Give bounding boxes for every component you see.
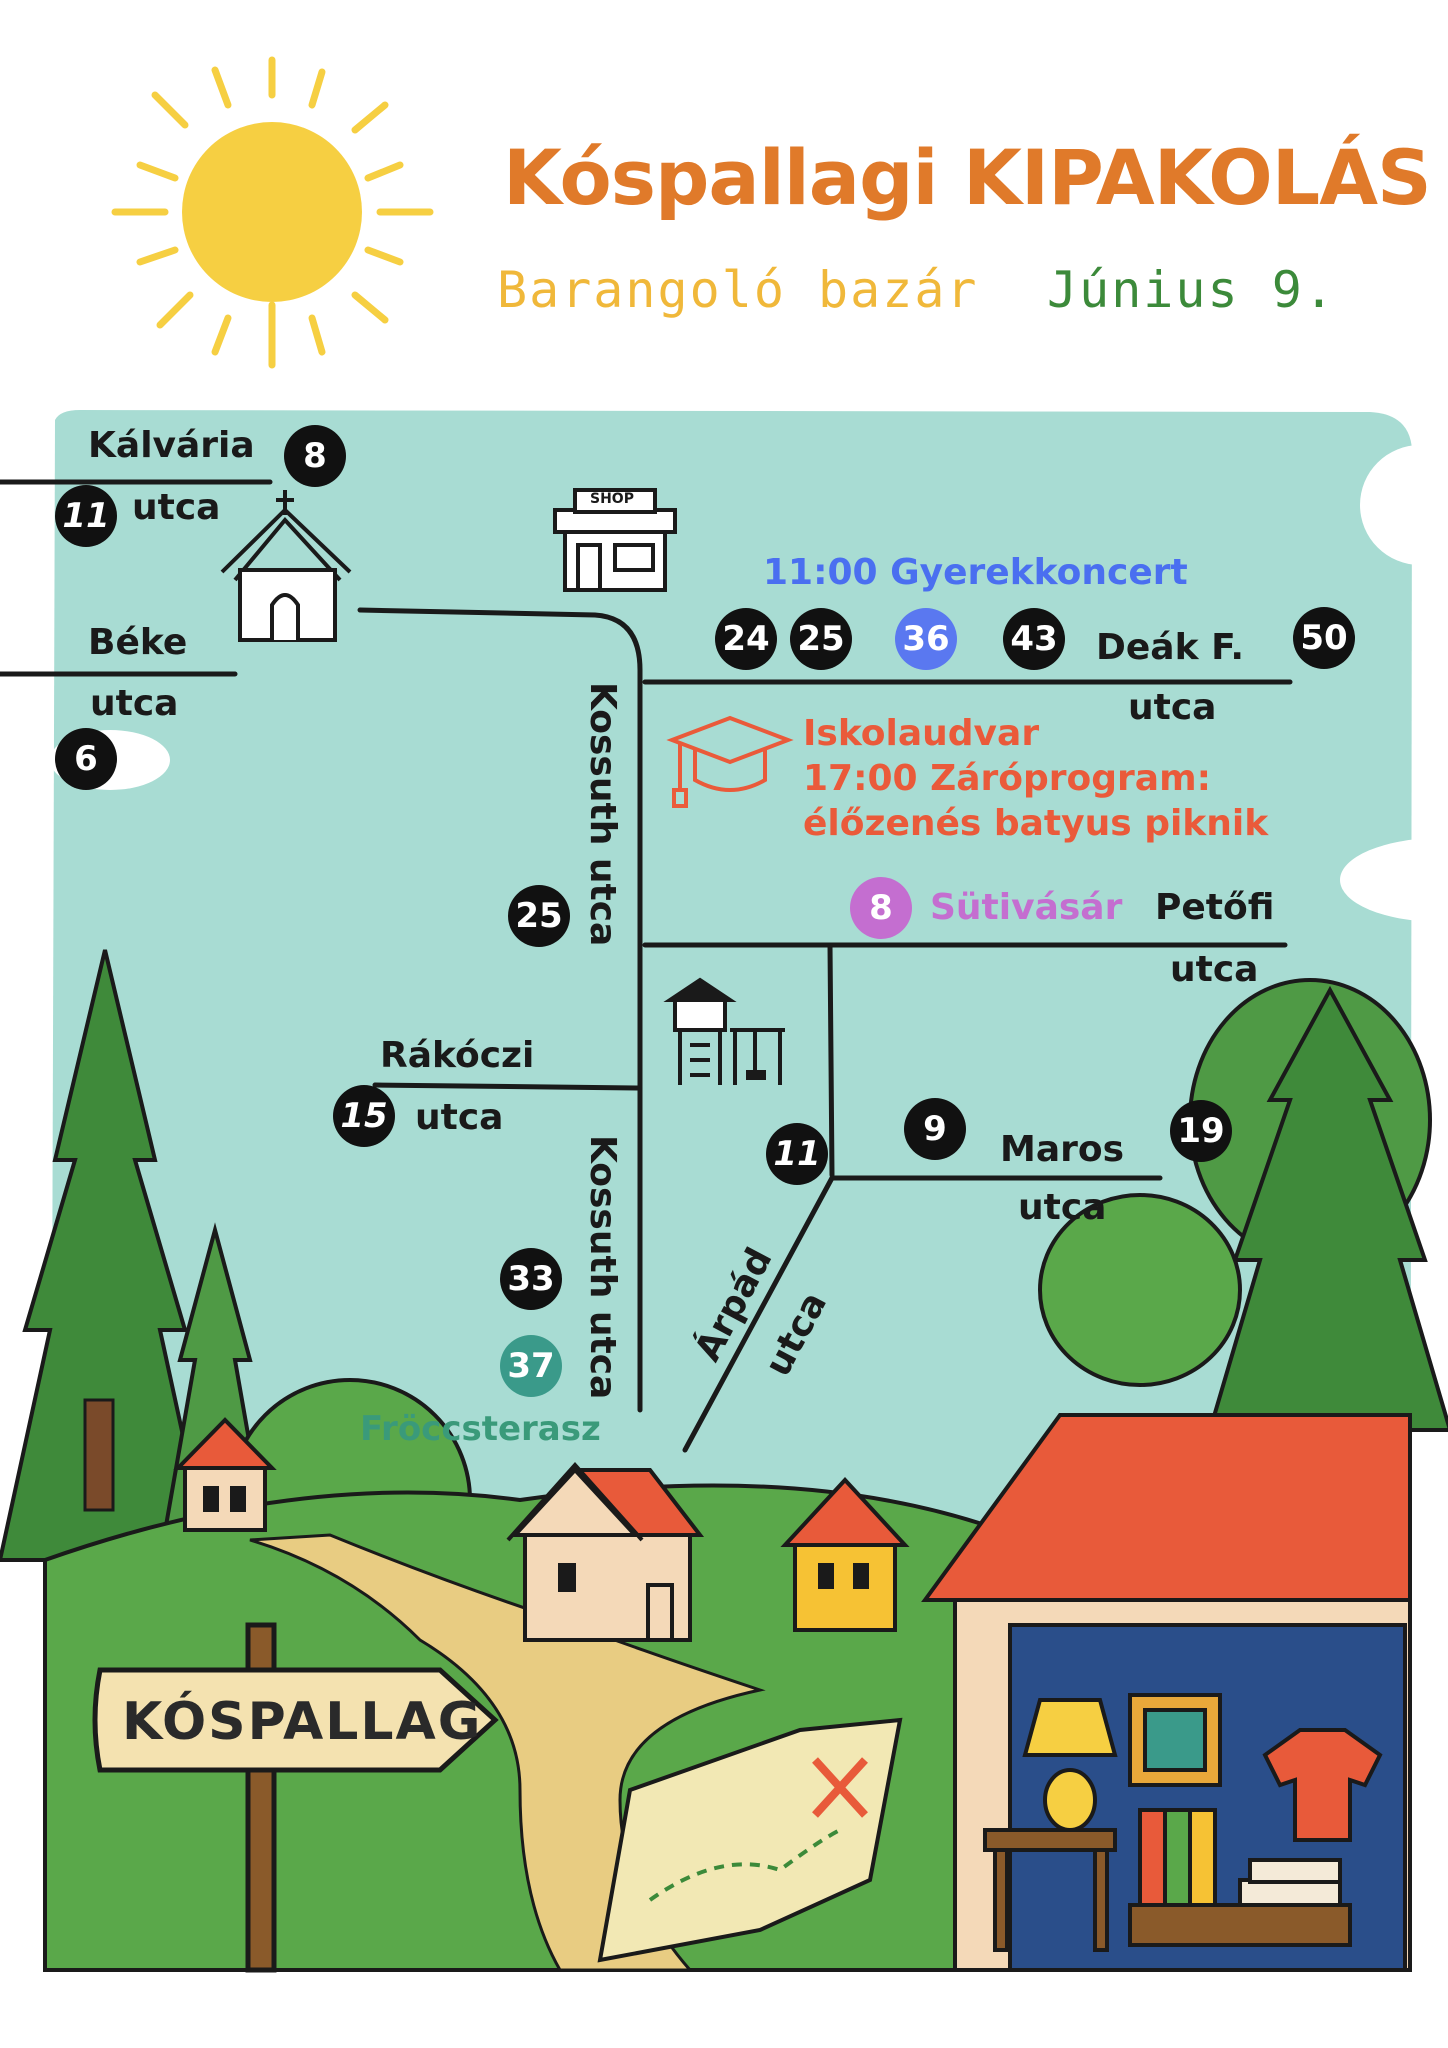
house-number-badge: 25	[790, 608, 852, 670]
street-label-rakoczi-utca: utca	[415, 1097, 504, 1138]
house-number-badge: 43	[1003, 608, 1065, 670]
shop-label: SHOP	[590, 491, 634, 507]
house-number-badge-concert: 36	[895, 608, 957, 670]
street-label-maros: Maros	[1000, 1129, 1125, 1170]
house-number-badge: 9	[904, 1098, 966, 1160]
house-number-badge: 50	[1293, 607, 1355, 669]
event-school-time: 17:00 Záróprogram:	[803, 758, 1211, 799]
event-date: Június 9.	[1047, 261, 1336, 319]
house-number-badge: 25	[508, 885, 570, 947]
event-school-program: élőzenés batyus piknik	[803, 803, 1269, 844]
event-school-location: Iskolaudvar	[803, 713, 1040, 754]
house-middle	[506, 1461, 705, 1642]
event-cake-sale-label: Sütivásár	[930, 887, 1123, 928]
street-label-beke-utca: utca	[90, 683, 179, 724]
signpost-icon	[92, 1622, 499, 1973]
street-label-maros-utca: utca	[1018, 1187, 1107, 1228]
event-froccs-label: Fröccsterasz	[360, 1409, 601, 1449]
house-number-badge: 24	[715, 608, 777, 670]
house-number-badge: 8	[284, 425, 346, 487]
signpost-label: KÓSPALLAG	[122, 1692, 483, 1752]
street-label-kalvaria-utca: utca	[132, 487, 221, 528]
house-number-badge: 11	[55, 485, 117, 547]
street-label-beke: Béke	[88, 622, 188, 663]
house-number-badge: 6	[55, 728, 117, 790]
garage-sale-icon	[921, 1413, 1412, 1972]
street-label-kossuth-upper: Kossuth utca	[582, 682, 623, 947]
street-label-kalvaria: Kálvária	[88, 425, 255, 466]
event-concert-label: 11:00 Gyerekkoncert	[763, 552, 1188, 593]
page-title: Kóspallagi KIPAKOLÁS	[503, 133, 1432, 222]
house-number-badge: 19	[1170, 1100, 1232, 1162]
forest-right	[1038, 978, 1448, 1432]
graduation-cap-icon	[666, 715, 794, 808]
sun-icon	[111, 56, 434, 369]
house-left	[173, 1417, 277, 1532]
shop-icon	[553, 488, 677, 592]
event-subtitle: Barangoló bazár	[497, 261, 979, 319]
church-icon	[220, 490, 352, 642]
house-number-badge: 11	[766, 1123, 828, 1185]
house-yellow	[780, 1477, 910, 1632]
house-number-badge-cake-sale: 8	[850, 877, 912, 939]
house-number-badge: 33	[500, 1248, 562, 1310]
street-label-rakoczi: Rákóczi	[380, 1035, 535, 1076]
street-label-petofi: Petőfi	[1155, 887, 1275, 928]
road-network	[0, 479, 1293, 1453]
street-label-kossuth-lower: Kossuth utca	[582, 1135, 623, 1400]
house-number-badge-froccs: 37	[500, 1335, 562, 1397]
playground-icon	[663, 977, 785, 1085]
street-label-petofi-utca: utca	[1170, 949, 1259, 990]
treasure-map-icon	[597, 1717, 903, 1963]
house-number-badge: 15	[333, 1085, 395, 1147]
street-label-deak-utca: utca	[1128, 687, 1217, 728]
street-label-deak: Deák F.	[1096, 627, 1245, 668]
